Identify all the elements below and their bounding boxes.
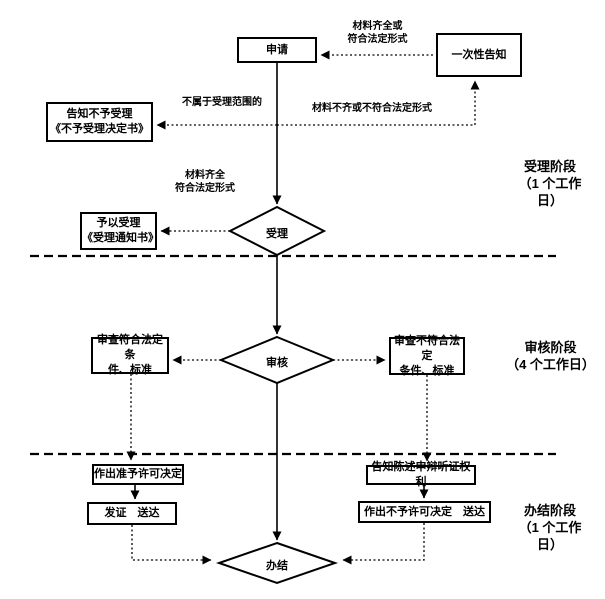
diamond-complete (215, 541, 339, 585)
label-materials-incomplete: 材料不齐或不符合法定形式 (312, 103, 432, 114)
stage-accept: 受理阶段 （1 个工作 日） (518, 159, 582, 208)
diamond-complete-label: 办结 (266, 560, 288, 572)
diamond-review-label: 审核 (266, 357, 288, 369)
diamond-review (218, 335, 336, 385)
node-issue-deliver: 发证 送达 (87, 502, 177, 525)
diamond-accept-label: 受理 (266, 228, 288, 240)
node-apply: 申请 (237, 37, 317, 63)
diamond-accept (227, 205, 327, 257)
node-one-time-notice: 一次性告知 (436, 33, 522, 77)
node-deny-decision: 作出不予许可决定 送达 (358, 501, 491, 523)
stage-review: 审核阶段 （4 个工作日） (506, 340, 595, 372)
node-notify-rights: 告知陈述申辩听证权利 (366, 461, 476, 488)
label-not-in-scope: 不属于受理范围的 (182, 97, 262, 108)
edge-branch-to-one-time-notice (277, 80, 480, 126)
stage-complete: 办结阶段 （1 个工作 日） (518, 503, 582, 552)
node-notify-reject: 告知不予受理 《不予受理决定书》 (46, 102, 153, 142)
label-materials-complete-legal: 材料齐全 符合法定形式 (175, 170, 235, 194)
label-materials-complete-or-legal: 材料齐全或 符合法定形式 (347, 21, 408, 45)
edge-issue-to-complete (131, 525, 212, 565)
node-grant-decision: 作出准予许可决定 (92, 464, 184, 485)
edge-deny-to-complete (342, 523, 425, 565)
node-review-fail: 审查不符合法定 条件、标准 (389, 335, 465, 377)
node-accept-notice: 予以受理 《受理通知书》 (80, 212, 159, 250)
node-review-pass: 审查符合法定条 件、标准 (91, 334, 169, 376)
